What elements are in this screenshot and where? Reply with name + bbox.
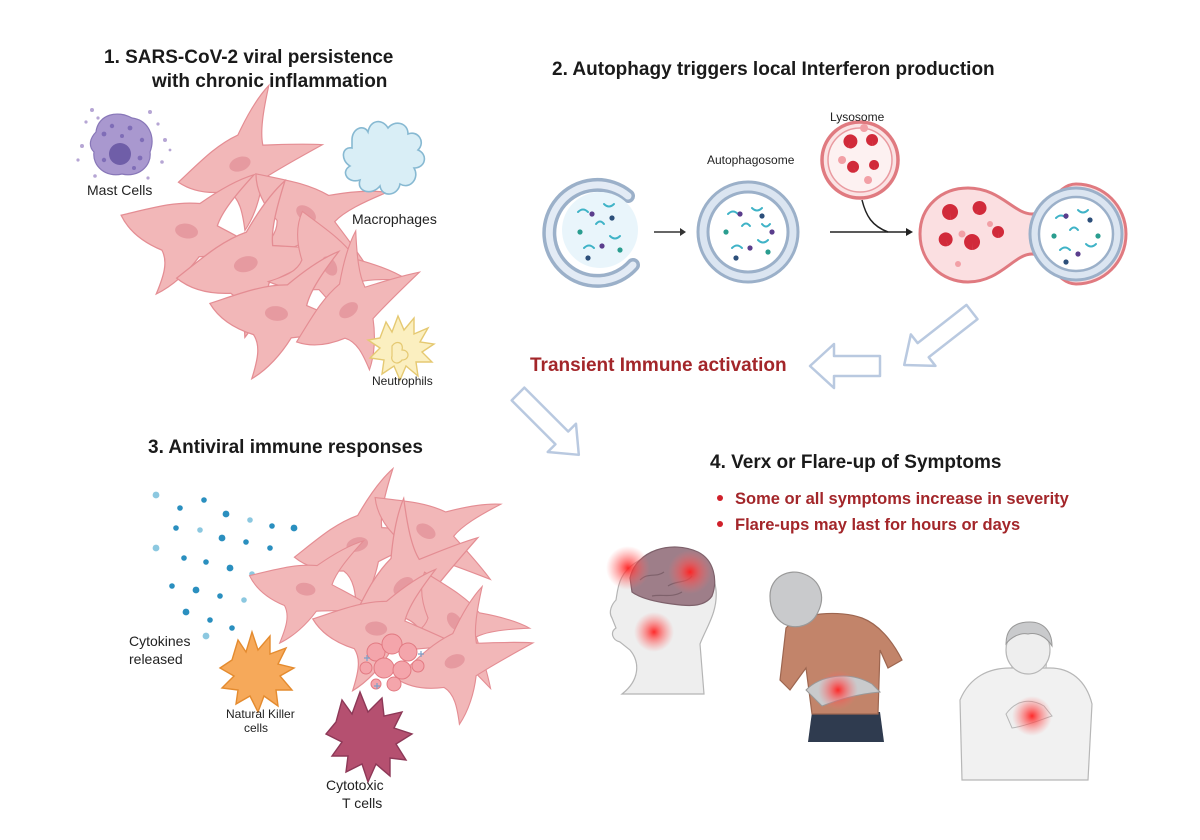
person-abdominal-pain-illustration	[769, 571, 903, 742]
cytokine-dot	[152, 544, 160, 552]
bullet-dot-icon	[717, 494, 723, 501]
bullet-dot-icon	[717, 520, 723, 527]
cytokine-dot	[197, 527, 203, 533]
cytokines-label-line1: Cytokines	[129, 633, 191, 649]
mast-cells-label: Mast Cells	[87, 182, 153, 198]
macrophages-label: Macrophages	[352, 211, 437, 227]
arrow-fusion	[830, 199, 913, 236]
natural-killer-cell-illustration	[218, 629, 296, 714]
cytokine-dot	[222, 510, 230, 518]
person-chest-pain-illustration	[959, 621, 1093, 781]
autophagosome-illustration	[696, 180, 800, 284]
cytokine-dot	[201, 497, 207, 503]
panel4-title: 4. Verx or Flare-up of Symptoms	[710, 452, 1002, 473]
cytokine-dot	[203, 559, 209, 565]
cytokine-dot	[192, 586, 200, 594]
neutrophils-label: Neutrophils	[372, 374, 433, 388]
cytokine-dot	[243, 539, 249, 545]
cytokine-dot	[152, 491, 160, 499]
panel3-title: 3. Antiviral immune responses	[148, 437, 423, 458]
cytokine-dot	[169, 583, 175, 589]
neutrophil-illustration	[366, 314, 436, 382]
symptom-bullet-text: Some or all symptoms increase in severit…	[735, 490, 1069, 508]
cytokine-dot	[181, 555, 187, 561]
arrow-from-autophagy	[902, 303, 979, 368]
autolysosome-illustration	[918, 182, 1128, 286]
cytokine-dot	[229, 625, 235, 631]
arrow-to-activation	[808, 342, 882, 390]
cytokine-dot	[177, 505, 183, 511]
macrophage-illustration	[342, 120, 426, 195]
cytokine-dot	[182, 608, 190, 616]
phagophore-illustration	[542, 177, 640, 288]
cytokine-dot	[247, 517, 253, 523]
cytokine-dot	[207, 617, 213, 623]
cytotoxic-t-cell-illustration	[324, 690, 414, 784]
lysosome-label: Lysosome	[830, 110, 885, 124]
head-with-headache-illustration	[606, 546, 717, 695]
panel1-title-line1: 1. SARS-CoV-2 viral persistence	[104, 47, 394, 68]
cytokines-label-line2: released	[129, 651, 183, 667]
symptom-bullet: Flare-ups may last for hours or days	[717, 516, 1020, 535]
cytokine-dot	[267, 545, 273, 551]
symptom-bullet-text: Flare-ups may last for hours or days	[735, 516, 1021, 534]
arrow-to-immune-response	[510, 386, 581, 457]
cytokine-dot	[218, 534, 226, 542]
cytokine-dot	[173, 525, 179, 531]
t-cells-label-line2: T cells	[342, 795, 383, 811]
nk-cells-label-line2: cells	[244, 721, 269, 735]
mast-cell-illustration	[76, 108, 172, 180]
cytokine-dot	[217, 593, 223, 599]
panel1-title-line2: with chronic inflammation	[152, 71, 388, 92]
panel2-title: 2. Autophagy triggers local Interferon p…	[552, 59, 995, 80]
t-cells-label-line1: Cytotoxic	[326, 777, 384, 793]
cytokine-dots	[152, 491, 298, 640]
apoptotic-cell-illustration	[359, 633, 425, 692]
cytokine-dot	[226, 564, 234, 572]
transient-immune-activation-label: Transient Immune activation	[530, 355, 787, 376]
cytokine-dot	[202, 632, 210, 640]
symptom-bullet: Some or all symptoms increase in severit…	[717, 490, 1069, 509]
fibroblast-cluster-3	[238, 447, 552, 740]
cytokine-dot	[269, 523, 275, 529]
autophagosome-label: Autophagosome	[707, 153, 795, 167]
cytokine-dot	[241, 597, 247, 603]
nk-cells-label-line1: Natural Killer	[226, 707, 295, 721]
lysosome-illustration	[820, 120, 900, 200]
cytokine-dot	[290, 524, 298, 532]
